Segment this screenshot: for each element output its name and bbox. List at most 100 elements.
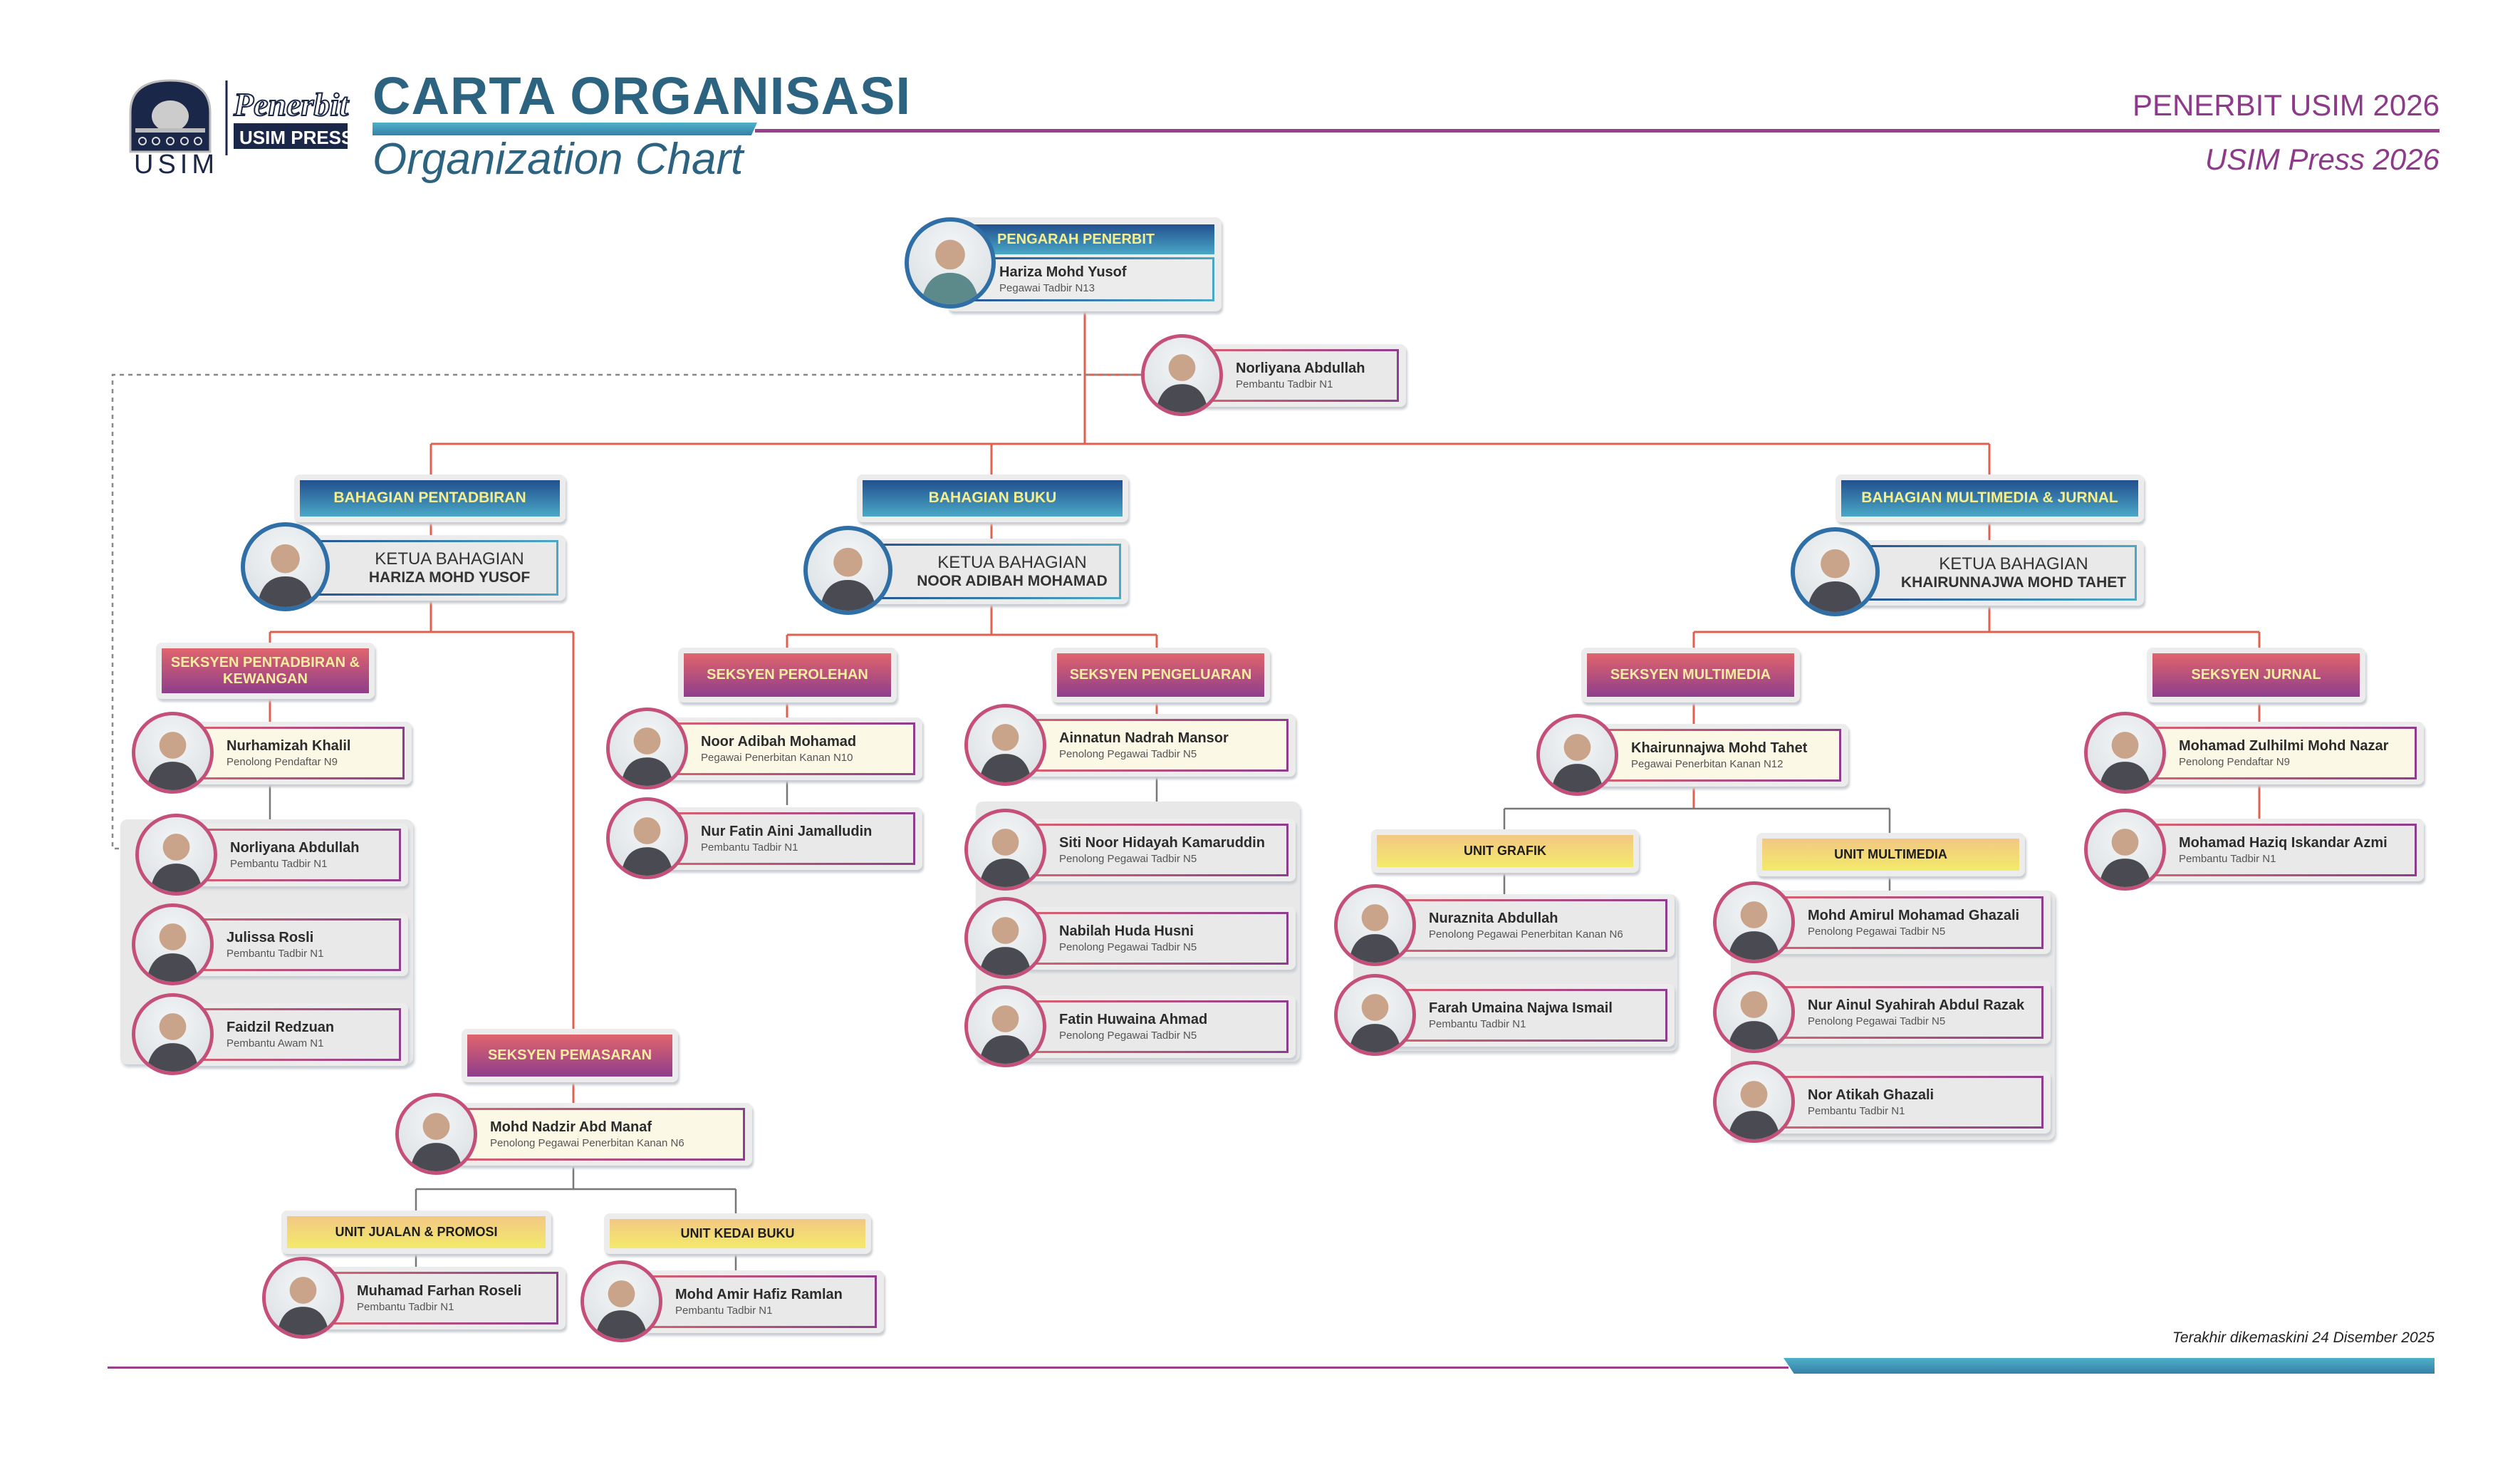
staff-name: Khairunnajwa Mohd Tahet bbox=[1631, 740, 1808, 756]
staff-photo bbox=[1713, 881, 1795, 963]
unit-header: UNIT GRAFIK bbox=[1371, 829, 1639, 873]
division-header-label: BAHAGIAN MULTIMEDIA & JURNAL bbox=[1841, 480, 2138, 517]
staff-title: Penolong Pegawai Tadbir N5 bbox=[1059, 1030, 1197, 1042]
division-head-name: HARIZA MOHD YUSOF bbox=[368, 569, 531, 586]
unit-header-label: UNIT JUALAN & PROMOSI bbox=[287, 1216, 546, 1248]
staff-photo bbox=[964, 704, 1046, 786]
section-header: SEKSYEN MULTIMEDIA bbox=[1581, 648, 1800, 703]
staff-node: Mohamad Zulhilmi Mohd Nazar Penolong Pen… bbox=[2084, 712, 2424, 794]
person-silhouette-icon bbox=[921, 239, 979, 304]
staff-node: Nuraznita Abdullah Penolong Pegawai Pene… bbox=[1334, 884, 1675, 966]
division-header: BAHAGIAN BUKU bbox=[857, 475, 1128, 522]
staff-card: Mohamad Haziq Iskandar Azmi Pembantu Tad… bbox=[2121, 819, 2424, 881]
staff-title: Pembantu Tadbir N1 bbox=[675, 1305, 773, 1317]
staff-photo bbox=[395, 1093, 477, 1175]
director-name: Hariza Mohd Yusof bbox=[999, 264, 1127, 280]
section-header-label: SEKSYEN PEROLEHAN bbox=[684, 653, 891, 697]
staff-title: Penolong Pegawai Tadbir N5 bbox=[1808, 926, 1946, 938]
person-silhouette-icon bbox=[620, 817, 674, 876]
staff-node: Siti Noor Hidayah Kamaruddin Penolong Pe… bbox=[964, 809, 1296, 891]
staff-title: Pembantu Awam N1 bbox=[227, 1037, 324, 1049]
staff-node: Nor Atikah Ghazali Pembantu Tadbir N1 bbox=[1713, 1061, 2051, 1143]
staff-title: Pembantu Tadbir N1 bbox=[230, 858, 328, 870]
staff-title: Pembantu Tadbir N1 bbox=[1236, 378, 1333, 390]
section-header-label: SEKSYEN JURNAL bbox=[2152, 653, 2360, 697]
division-head-card: KETUA BAHAGIAN NOOR ADIBAH MOHAMAD bbox=[860, 539, 1128, 604]
staff-name: Nabilah Huda Husni bbox=[1059, 923, 1194, 939]
page-title: CARTA ORGANISASI bbox=[373, 66, 911, 125]
division-head-node: KETUA BAHAGIAN HARIZA MOHD YUSOF bbox=[241, 522, 566, 611]
person-silhouette-icon bbox=[595, 1280, 648, 1339]
staff-photo bbox=[1713, 971, 1795, 1053]
staff-photo bbox=[606, 797, 688, 879]
staff-node: Fatin Huwaina Ahmad Penolong Pegawai Tad… bbox=[964, 985, 1296, 1067]
staff-title: Penolong Pendaftar N9 bbox=[2179, 756, 2290, 768]
person-silhouette-icon bbox=[1551, 734, 1604, 792]
staff-node: Farah Umaina Najwa Ismail Pembantu Tadbi… bbox=[1334, 974, 1675, 1056]
person-silhouette-icon bbox=[150, 834, 203, 892]
division-head-node: KETUA BAHAGIAN NOOR ADIBAH MOHAMAD bbox=[803, 526, 1128, 615]
person-silhouette-icon bbox=[819, 547, 877, 611]
staff-title: Pegawai Penerbitan Kanan N12 bbox=[1631, 758, 1784, 770]
staff-card: Nuraznita Abdullah Penolong Pegawai Pene… bbox=[1371, 894, 1675, 957]
usim-crest-icon bbox=[129, 79, 348, 155]
staff-photo bbox=[1141, 334, 1223, 416]
org-year-subtitle: USIM Press 2026 bbox=[2204, 142, 2440, 176]
staff-node: Faidzil Redzuan Pembantu Awam N1 bbox=[132, 993, 408, 1075]
unit-header-label: UNIT GRAFIK bbox=[1377, 835, 1633, 867]
staff-title: Pembantu Tadbir N1 bbox=[357, 1301, 454, 1313]
staff-name: Fatin Huwaina Ahmad bbox=[1059, 1012, 1208, 1027]
person-silhouette-icon bbox=[410, 1113, 463, 1171]
title-accent-bar bbox=[373, 123, 757, 135]
section-header-label: SEKSYEN PEMASARAN bbox=[467, 1035, 672, 1077]
person-silhouette-icon bbox=[1727, 991, 1781, 1049]
staff-name: Noor Adibah Mohamad bbox=[701, 734, 857, 750]
staff-title: Pembantu Tadbir N1 bbox=[2179, 853, 2276, 865]
person-silhouette-icon bbox=[256, 544, 314, 607]
section-header: SEKSYEN PENTADBIRAN & KEWANGAN bbox=[156, 643, 375, 699]
staff-card: Farah Umaina Najwa Ismail Pembantu Tadbi… bbox=[1371, 984, 1675, 1047]
staff-name: Mohd Amir Hafiz Ramlan bbox=[675, 1287, 843, 1302]
staff-card: Siti Noor Hidayah Kamaruddin Penolong Pe… bbox=[1001, 819, 1296, 881]
staff-title: Penolong Pegawai Tadbir N5 bbox=[1808, 1015, 1946, 1027]
division-header: BAHAGIAN MULTIMEDIA & JURNAL bbox=[1836, 475, 2144, 522]
staff-photo bbox=[132, 993, 214, 1075]
staff-photo bbox=[580, 1260, 662, 1342]
staff-card: Nabilah Huda Husni Penolong Pegawai Tadb… bbox=[1001, 907, 1296, 970]
staff-name: Farah Umaina Najwa Ismail bbox=[1429, 1000, 1613, 1016]
footer-divider bbox=[108, 1367, 1789, 1369]
staff-title: Penolong Pegawai Tadbir N5 bbox=[1059, 853, 1197, 865]
division-head-card: KETUA BAHAGIAN KHAIRUNNAJWA MOHD TAHET bbox=[1848, 540, 2144, 606]
person-silhouette-icon bbox=[979, 724, 1032, 782]
director-photo bbox=[905, 217, 996, 309]
staff-card: Nur Fatin Aini Jamalludin Pembantu Tadbi… bbox=[643, 807, 922, 870]
division-head-card: KETUA BAHAGIAN HARIZA MOHD YUSOF bbox=[298, 535, 566, 601]
staff-name: Mohd Amirul Mohamad Ghazali bbox=[1808, 908, 2020, 923]
staff-card: Fatin Huwaina Ahmad Penolong Pegawai Tad… bbox=[1001, 995, 1296, 1058]
staff-name: Ainnatun Nadrah Mansor bbox=[1059, 730, 1229, 746]
staff-photo bbox=[964, 809, 1046, 891]
person-silhouette-icon bbox=[1348, 904, 1402, 963]
staff-node: Noor Adibah Mohamad Pegawai Penerbitan K… bbox=[606, 707, 922, 789]
unit-header: UNIT KEDAI BUKU bbox=[604, 1213, 871, 1254]
section-header-label: SEKSYEN PENTADBIRAN & KEWANGAN bbox=[162, 648, 369, 693]
staff-card: Nor Atikah Ghazali Pembantu Tadbir N1 bbox=[1750, 1071, 2051, 1134]
section-header: SEKSYEN PENGELUARAN bbox=[1051, 648, 1270, 703]
footer-accent-bar bbox=[1784, 1358, 2435, 1374]
staff-title: Penolong Pegawai Penerbitan Kanan N6 bbox=[490, 1137, 684, 1149]
title-divider bbox=[755, 129, 2440, 133]
person-silhouette-icon bbox=[146, 732, 199, 790]
unit-header: UNIT MULTIMEDIA bbox=[1756, 833, 2025, 876]
staff-node: Khairunnajwa Mohd Tahet Pegawai Penerbit… bbox=[1536, 714, 1848, 796]
staff-name: Nor Atikah Ghazali bbox=[1808, 1087, 1935, 1103]
unit-header-label: UNIT MULTIMEDIA bbox=[1762, 839, 2019, 871]
staff-node: Mohamad Haziq Iskandar Azmi Pembantu Tad… bbox=[2084, 809, 2424, 891]
staff-name: Julissa Rosli bbox=[227, 930, 314, 945]
division-head-role: KETUA BAHAGIAN bbox=[1939, 554, 2088, 574]
staff-name: Norliyana Abdullah bbox=[230, 840, 360, 856]
staff-photo bbox=[2084, 809, 2166, 891]
person-silhouette-icon bbox=[146, 1013, 199, 1072]
division-head-role: KETUA BAHAGIAN bbox=[375, 549, 524, 569]
director-node: PENGARAH PENERBIT Hariza Mohd Yusof Pega… bbox=[905, 217, 1222, 311]
